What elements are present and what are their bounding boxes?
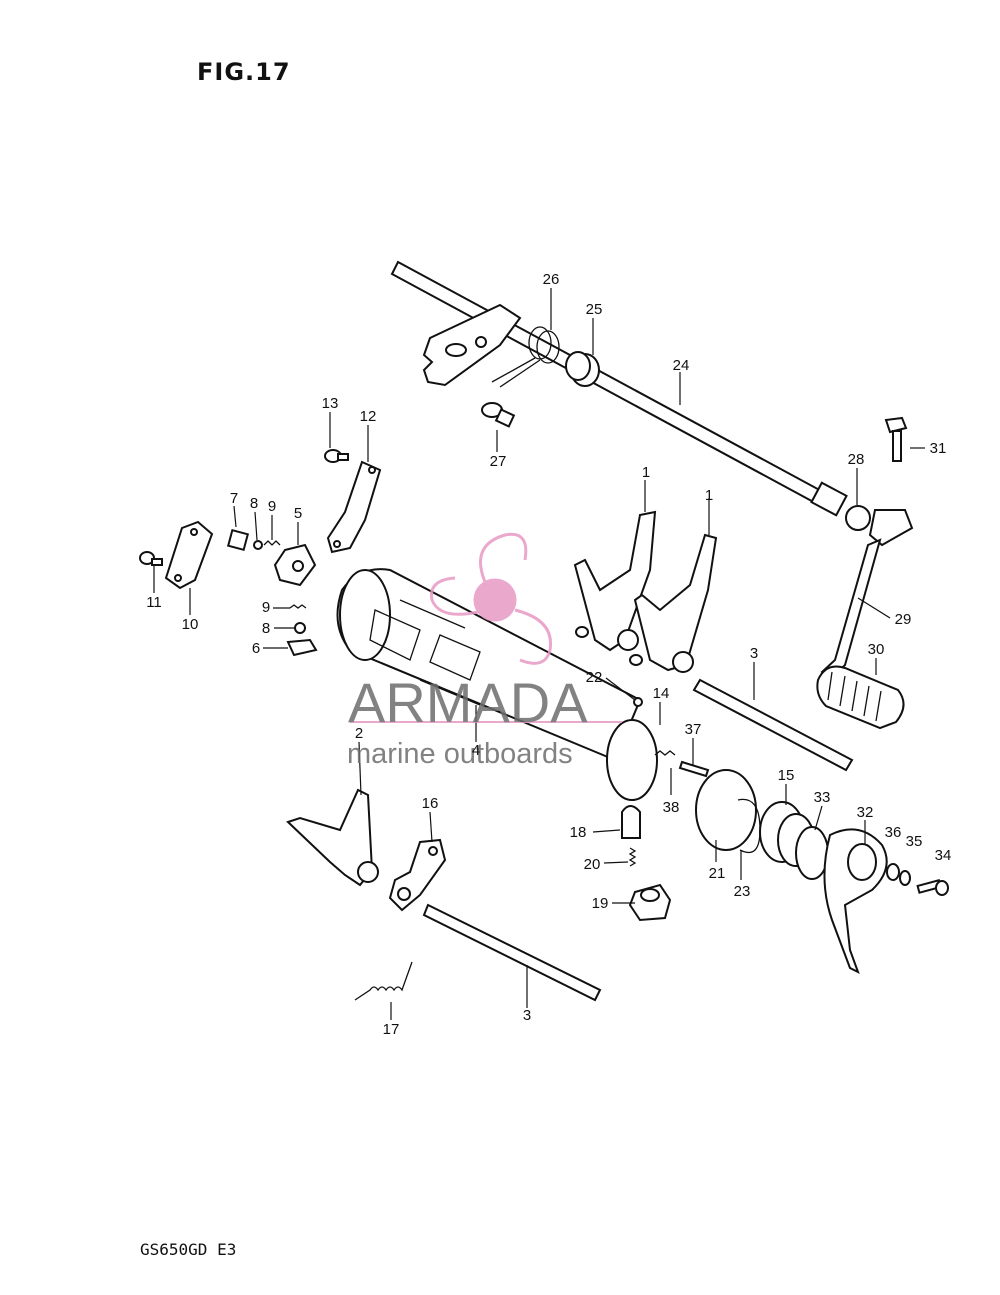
shift-fork-a [573,510,657,652]
watermark: ARMADA marine outboards [347,532,622,770]
callout-13: 13 [322,395,339,412]
pin-b [294,622,306,634]
spring-small [263,540,281,546]
cam-driven-gear [273,543,317,587]
fork-shaft-b [422,903,602,1002]
callout-8: 8 [250,495,258,512]
callout-5: 5 [294,505,302,522]
washer-36 [886,863,900,881]
cam-stopper [695,769,757,851]
callout-37: 37 [685,721,702,738]
pawl [226,528,250,552]
callout-20: 20 [584,856,601,873]
callout-17: 17 [383,1021,400,1038]
spring-small-b [289,604,307,609]
cam-stopper-plate [326,460,382,554]
pin-spring [654,750,676,756]
o-ring [795,826,829,880]
spring-17 [354,961,413,1001]
drain-plug [628,883,672,922]
pedal-rubber [816,665,905,730]
watermark-logo [429,532,553,665]
callout-3: 3 [523,1007,531,1024]
callout-14: 14 [653,685,670,702]
callout-34: 34 [935,847,952,864]
screw [324,449,349,463]
pin-22 [633,697,643,707]
shift-shaft [390,260,848,517]
callout-8: 8 [262,620,270,637]
shift-pawl-plate [388,838,447,912]
callout-6: 6 [252,640,260,657]
callout-16: 16 [422,795,439,812]
callout-7: 7 [230,490,238,507]
pin [253,540,263,550]
circlip [606,719,658,801]
callout-15: 15 [778,767,795,784]
callout-9: 9 [268,498,276,515]
bolt-34 [916,879,949,896]
shift-fork-c [286,788,379,887]
callout-33: 33 [814,789,831,806]
pawl-b [286,638,318,657]
callout-2: 2 [355,725,363,742]
bearing [845,505,871,531]
callout-35: 35 [906,833,923,850]
callout-19: 19 [592,895,609,912]
callout-32: 32 [857,804,874,821]
shift-fork-b [629,533,718,673]
callout-24: 24 [673,357,690,374]
callout-4: 4 [472,742,480,759]
model-code: GS650GD E3 [140,1240,237,1259]
callout-26: 26 [543,271,560,288]
callout-11: 11 [146,594,162,611]
callout-29: 29 [895,611,912,628]
cover [823,828,888,975]
neutral-pin [678,760,710,778]
callout-1: 1 [705,487,713,504]
pedal-bolt [884,416,908,462]
callout-36: 36 [885,824,902,841]
gearshift-cam [336,568,642,762]
callout-22: 22 [586,669,603,686]
neutral-switch [621,805,641,839]
callout-21: 21 [709,865,726,882]
callout-28: 28 [848,451,865,468]
shift-arm [422,303,522,387]
watermark-tagline: marine outboards [347,738,573,770]
callout-12: 12 [360,408,377,425]
callout-38: 38 [663,799,680,816]
bushing [565,351,600,387]
spring-20 [628,847,637,867]
callout-1: 1 [642,464,650,481]
callout-27: 27 [490,453,507,470]
callout-9: 9 [262,599,270,616]
watermark-brand: ARMADA [348,671,588,734]
callout-3: 3 [750,645,758,662]
screw-11 [139,551,163,566]
fork-shaft-a [692,678,854,772]
guide-plate [164,520,214,590]
figure-title: FIG.17 [197,58,291,86]
washer-35 [899,870,911,886]
callout-25: 25 [586,301,603,318]
plug [481,402,516,428]
return-spring [491,326,560,388]
callout-31: 31 [930,440,947,457]
callout-18: 18 [570,824,587,841]
callout-23: 23 [734,883,751,900]
leader-lines [153,288,925,1020]
callout-30: 30 [868,641,885,658]
callout-10: 10 [182,616,199,633]
